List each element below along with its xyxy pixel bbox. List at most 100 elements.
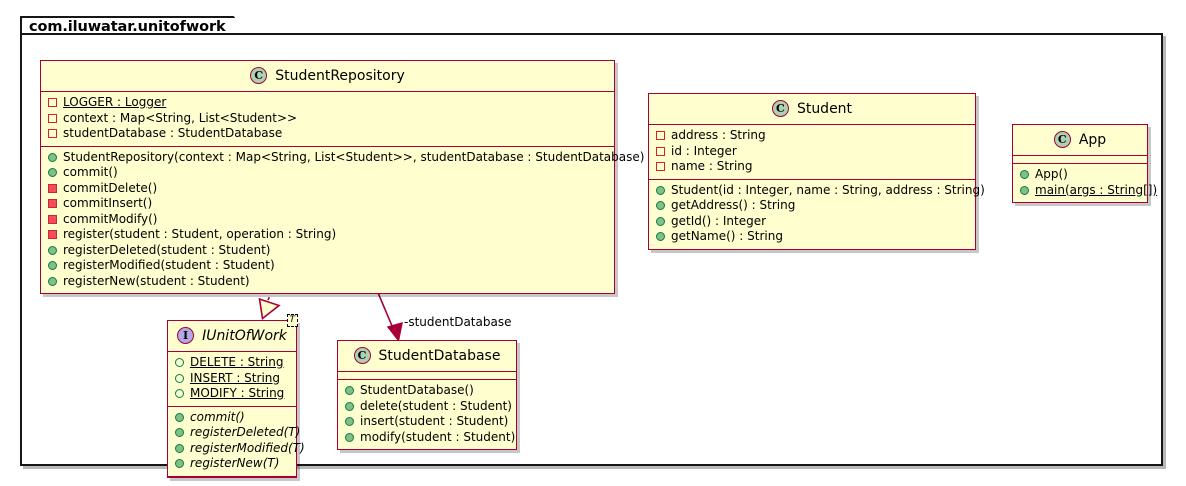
class-name: Student [796, 100, 853, 117]
class-operation: main(args : String[]) [1017, 183, 1157, 199]
class-operation: commitInsert() [45, 196, 610, 212]
visibility-private-field-icon [48, 113, 57, 123]
class-name: IUnitOfWork [202, 327, 287, 344]
operation-label: registerDeleted(T) [190, 425, 301, 439]
operation-label: commit() [190, 409, 245, 424]
operation-label: main(args : String[]) [1035, 182, 1158, 197]
visibility-public-method-icon [656, 201, 665, 211]
class-stereotype-icon: C [771, 100, 789, 117]
visibility-public-field-icon [175, 389, 184, 399]
operation-label: registerModified(student : Student) [63, 258, 275, 272]
visibility-public-method-icon [48, 152, 57, 162]
interface-stereotype-icon: I [177, 327, 195, 344]
class-operation: registerModified(student : Student) [45, 258, 610, 274]
operation-label: registerModified(T) [190, 440, 305, 455]
visibility-private-field-icon [48, 129, 57, 139]
visibility-private-field-icon [656, 131, 665, 141]
class-attribute: context : Map<String, List<Student>> [45, 111, 610, 127]
attribute-label: INSERT : String [190, 370, 280, 385]
attribute-label: LOGGER : Logger [63, 95, 167, 109]
visibility-public-method-icon [345, 432, 354, 442]
operation-label: delete(student : Student) [360, 398, 512, 413]
operations-compartment: commit()registerDeleted(T)registerModifi… [168, 407, 305, 477]
visibility-public-method-icon [345, 386, 354, 396]
operation-label: commitInsert() [63, 196, 153, 210]
class-operation: commitDelete() [45, 181, 610, 197]
class-attribute: address : String [653, 128, 971, 144]
class-attribute: LOGGER : Logger [45, 95, 610, 111]
operation-label: insert(student : Student) [360, 414, 509, 428]
class-header: C App [1013, 125, 1147, 156]
attribute-label: DELETE : String [190, 355, 284, 369]
attributes-compartment [338, 372, 516, 380]
visibility-public-method-icon [175, 412, 184, 422]
class-name: App [1078, 131, 1107, 148]
package-tab: com.iluwatar.unitofwork [20, 16, 250, 36]
visibility-private-field-icon [48, 98, 57, 108]
operation-label: StudentDatabase() [360, 383, 474, 397]
class-operation: registerNew(student : Student) [45, 274, 610, 290]
visibility-public-method-icon [656, 185, 665, 195]
operations-compartment: Student(id : Integer, name : String, add… [649, 180, 985, 249]
class-operation: registerModified(T) [172, 441, 305, 457]
class-stereotype-icon: C [353, 347, 371, 364]
operation-label: registerDeleted(student : Student) [63, 242, 271, 257]
class-attribute: MODIFY : String [172, 386, 292, 402]
class-operation: StudentDatabase() [342, 383, 512, 399]
class-operation: Student(id : Integer, name : String, add… [653, 183, 985, 199]
visibility-public-method-icon [656, 216, 665, 226]
class-operation: commit() [45, 165, 610, 181]
visibility-private-method-icon [48, 199, 57, 209]
visibility-public-method-icon [175, 428, 184, 438]
class-name: StudentRepository [275, 67, 405, 84]
visibility-public-method-icon [1020, 170, 1029, 180]
class-attribute: studentDatabase : StudentDatabase [45, 126, 610, 142]
visibility-public-method-icon [345, 417, 354, 427]
operation-label: commitDelete() [63, 180, 158, 195]
attribute-label: name : String [671, 159, 753, 173]
class-stereotype-icon: C [1053, 131, 1071, 148]
class-operation: commit() [172, 410, 292, 426]
operation-label: App() [1035, 167, 1068, 181]
attribute-label: studentDatabase : StudentDatabase [63, 126, 283, 140]
operation-label: StudentRepository(context : Map<String, … [63, 149, 645, 164]
class-operation: getId() : Integer [653, 214, 971, 230]
operation-label: getId() : Integer [671, 213, 767, 228]
visibility-public-method-icon [175, 459, 184, 469]
visibility-public-field-icon [175, 358, 184, 368]
visibility-private-field-icon [656, 162, 665, 172]
attribute-label: context : Map<String, List<Student>> [63, 110, 298, 125]
visibility-public-method-icon [48, 245, 57, 255]
class-operation: modify(student : Student) [342, 430, 515, 446]
attribute-label: id : Integer [671, 143, 737, 158]
visibility-public-method-icon [48, 276, 57, 286]
class-operation: insert(student : Student) [342, 414, 512, 430]
operation-label: registerNew(student : Student) [63, 273, 250, 288]
visibility-public-method-icon [1020, 185, 1029, 195]
operation-label: getName() : String [671, 229, 783, 243]
operation-label: registerNew(T) [190, 456, 280, 470]
attribute-label: address : String [671, 128, 766, 142]
visibility-public-field-icon [175, 373, 184, 383]
visibility-public-method-icon [345, 401, 354, 411]
visibility-private-field-icon [656, 146, 665, 156]
class-operation: getAddress() : String [653, 198, 971, 214]
class-operation: getName() : String [653, 229, 971, 245]
class-attribute: id : Integer [653, 144, 971, 160]
operation-label: register(student : Student, operation : … [63, 227, 337, 241]
class-operation: commitModify() [45, 212, 610, 228]
class-attribute: name : String [653, 159, 971, 175]
operations-compartment: StudentDatabase()delete(student : Studen… [338, 380, 516, 449]
attributes-compartment [1013, 156, 1147, 164]
generic-type-parameter: T [286, 314, 298, 327]
operation-label: commitModify() [63, 211, 158, 226]
